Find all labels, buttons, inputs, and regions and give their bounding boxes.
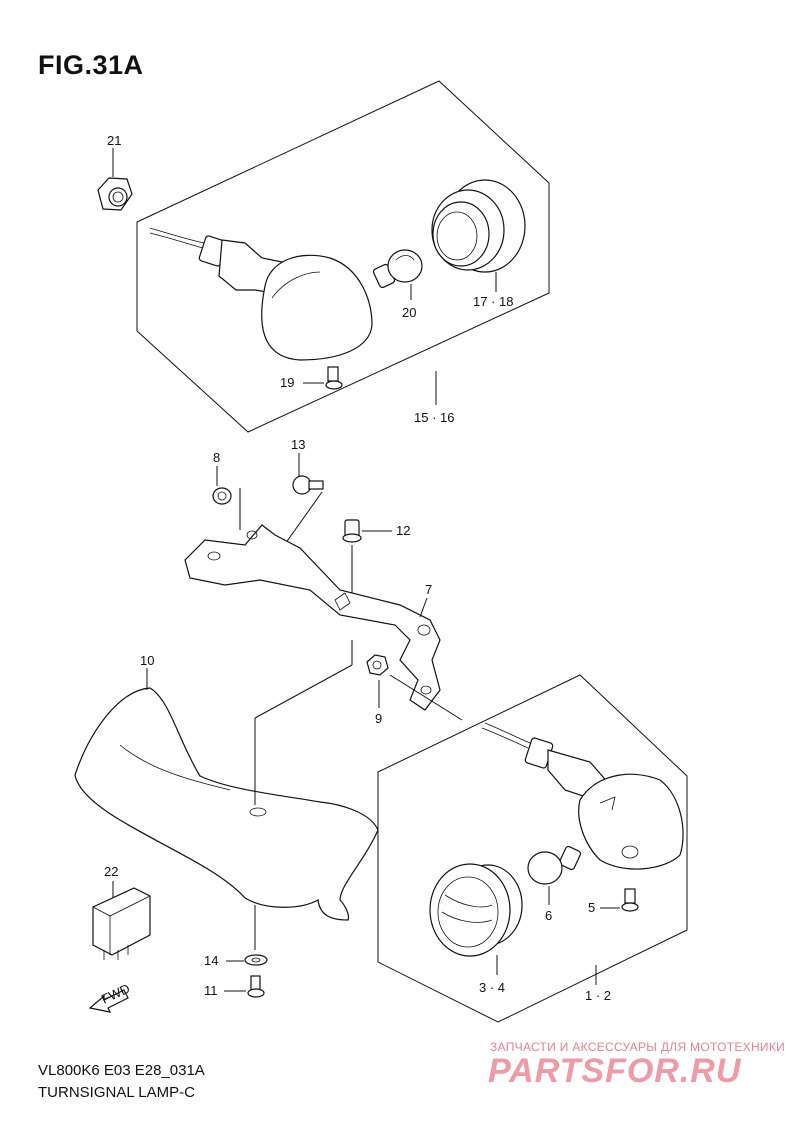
upper-assembly-box	[136, 80, 550, 433]
callout-6: 6	[545, 908, 552, 923]
callout-10: 10	[140, 653, 154, 668]
screw-19-part	[325, 366, 343, 390]
bulb-6-part	[527, 845, 582, 885]
callout-12: 12	[396, 523, 410, 538]
callout-13: 13	[291, 437, 305, 452]
callout-9: 9	[375, 711, 382, 726]
callout-3-4: 3 · 4	[479, 980, 505, 995]
callout-1-2: 1 · 2	[585, 988, 611, 1003]
relay-22-part	[92, 887, 151, 960]
watermark-brand: PARTSFOR.RU	[488, 1052, 742, 1090]
model-code: VL800K6 E03 E28_031A	[38, 1062, 205, 1079]
collar-12-part	[342, 519, 362, 543]
bolt-13-part	[292, 475, 324, 495]
washer-14-part	[244, 954, 268, 966]
callout-14: 14	[204, 953, 218, 968]
callout-8: 8	[213, 450, 220, 465]
section-name: TURNSIGNAL LAMP-C	[38, 1084, 195, 1101]
bolt-11-part	[247, 975, 265, 998]
callout-22: 22	[104, 864, 118, 879]
watermark-tagline: ЗАПЧАСТИ И АКСЕССУАРЫ ДЛЯ МОТОТЕХНИКИ	[490, 1040, 786, 1054]
callout-19: 19	[280, 375, 294, 390]
turnsignal-housing-part	[149, 227, 373, 361]
callout-20: 20	[402, 305, 416, 320]
callout-17-18: 17 · 18	[473, 294, 513, 309]
cover-10-part	[74, 687, 379, 921]
figure-title: FIG.31A	[38, 50, 144, 80]
nut-9-part	[366, 654, 389, 676]
lens-17-18-part	[431, 179, 526, 273]
callout-7: 7	[425, 582, 432, 597]
lower-assembly-box	[377, 674, 688, 1023]
turnsignal-housing-lower-part	[481, 722, 684, 870]
nut-21-part	[97, 177, 133, 211]
callout-21: 21	[107, 133, 121, 148]
bulb-20-part	[372, 249, 423, 289]
callout-5: 5	[588, 900, 595, 915]
lens-3-4-part	[429, 863, 523, 957]
bracket-7-part	[184, 524, 441, 711]
callout-11: 11	[204, 983, 218, 998]
screw-5-part	[621, 888, 639, 912]
grommet-8-part	[212, 487, 232, 505]
fwd-arrow-icon: FWD	[88, 981, 132, 1013]
callout-15-16: 15 · 16	[414, 410, 454, 425]
